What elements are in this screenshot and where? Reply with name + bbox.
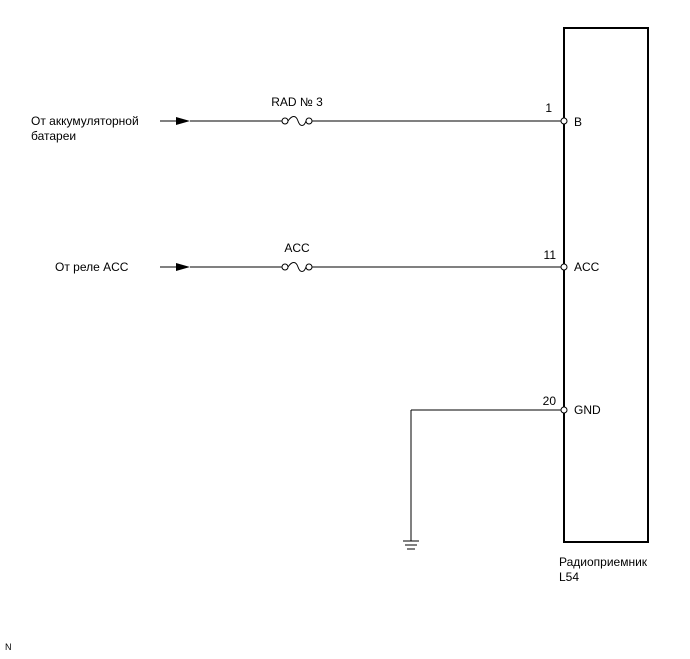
radio-component-box <box>563 27 649 543</box>
connector-name: Радиоприемник <box>559 555 648 569</box>
pin-11-terminal <box>560 263 568 271</box>
acc-fuse-symbol <box>281 262 313 272</box>
corner-mark: N <box>5 642 12 652</box>
pin-1-label: B <box>574 115 582 129</box>
ground-symbol <box>403 540 419 550</box>
connector-code: L54 <box>559 570 579 584</box>
pin-20-terminal <box>560 406 568 414</box>
battery-source-label-line1: От аккумуляторной <box>31 114 139 128</box>
pin-11-number: 11 <box>544 248 557 262</box>
pin-11-label: ACC <box>574 260 600 274</box>
rad3-fuse-label: RAD № 3 <box>271 95 323 109</box>
pin-20-number: 20 <box>543 394 557 408</box>
acc-fuse-label: ACC <box>284 241 310 255</box>
battery-source-label-line2: батареи <box>31 129 76 143</box>
acc-arrowhead <box>176 263 190 271</box>
acc-relay-source-label: От реле ACC <box>55 260 129 274</box>
battery-arrowhead <box>176 117 190 125</box>
pin-20-label: GND <box>574 403 601 417</box>
rad3-fuse-symbol <box>281 116 313 126</box>
pin-1-number: 1 <box>545 101 552 115</box>
pin-1-terminal <box>560 117 568 125</box>
